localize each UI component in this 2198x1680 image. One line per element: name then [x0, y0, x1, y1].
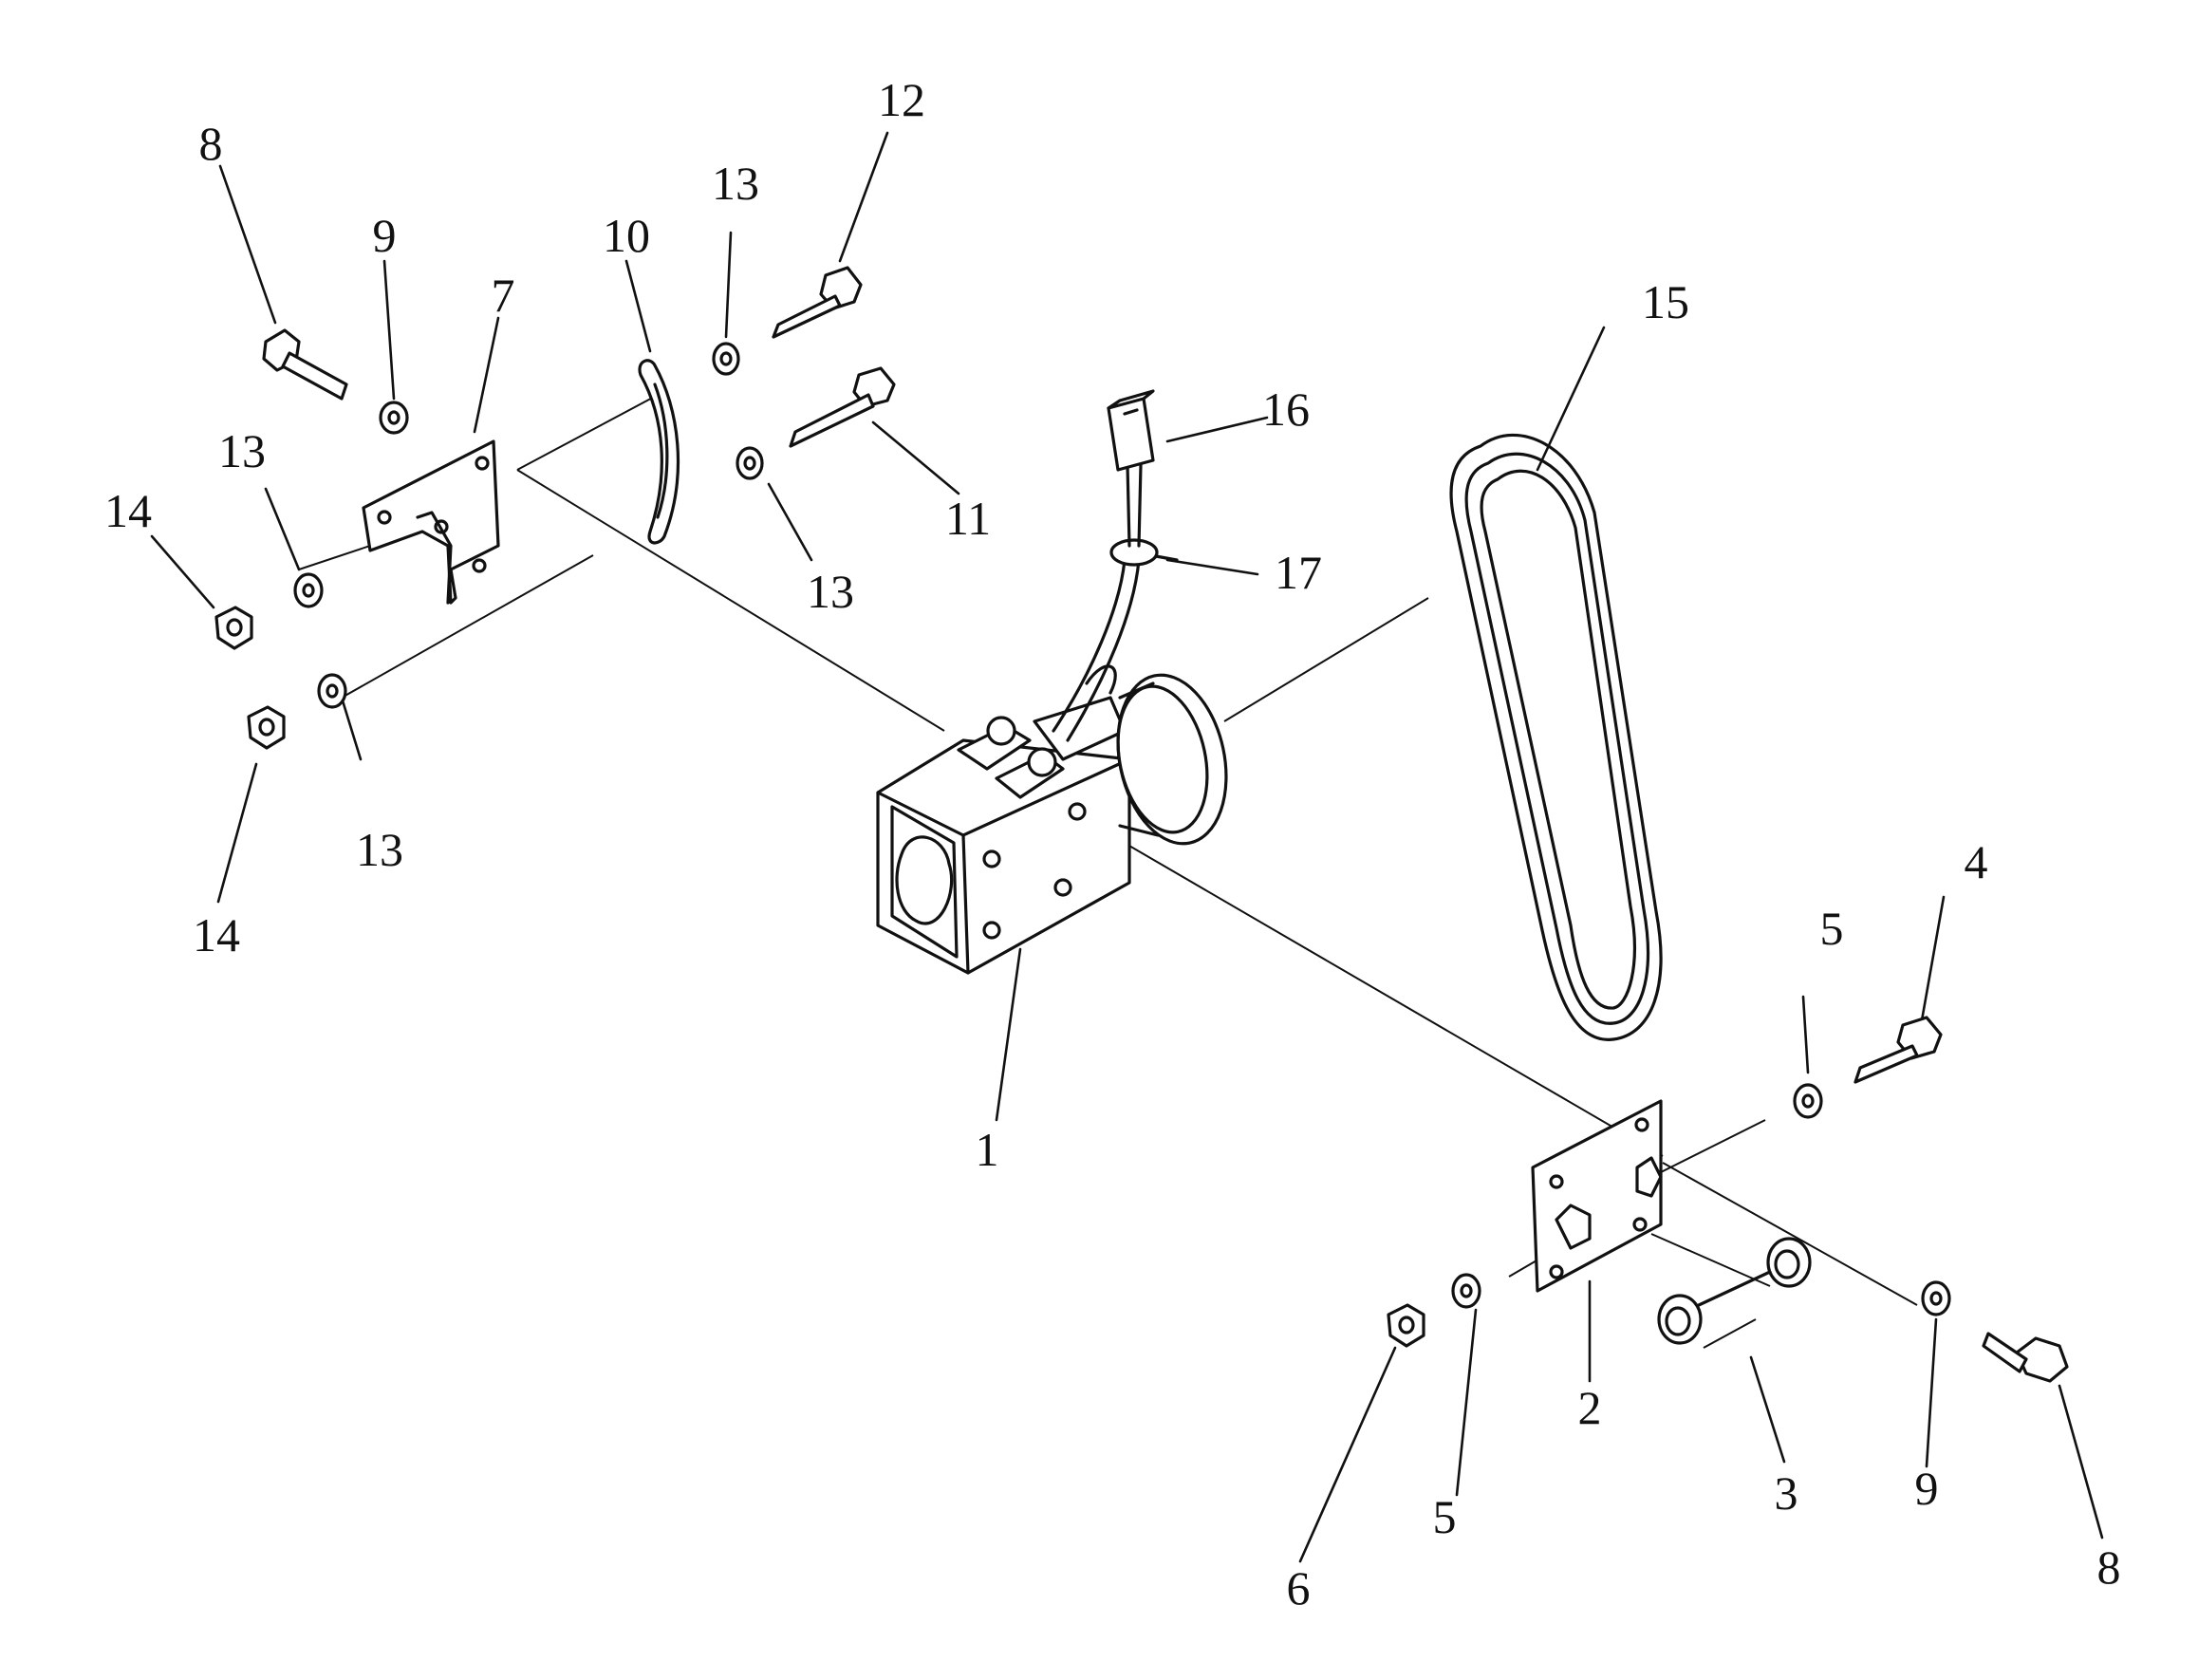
clip-part — [1109, 538, 1179, 567]
bolts — [262, 266, 2069, 1383]
washers — [293, 342, 1951, 1316]
v-belt-part — [1449, 433, 1663, 1041]
callout-17: 17 — [1275, 546, 1322, 599]
callout-5-lower: 5 — [1433, 1490, 1457, 1543]
callout-labels: 1 2 3 4 5 5 6 7 8 8 9 9 10 11 12 13 13 1… — [104, 73, 2121, 1615]
callout-2: 2 — [1578, 1381, 1602, 1434]
rubber-mount-part — [1657, 1237, 1812, 1345]
right-bracket-part — [1531, 1099, 1663, 1293]
callout-8-top: 8 — [199, 117, 223, 170]
connector-part — [1107, 389, 1155, 548]
callout-8-bottom: 8 — [2097, 1540, 2121, 1594]
left-bracket-part — [362, 439, 500, 605]
callout-13-lower: 13 — [356, 823, 403, 876]
callout-12: 12 — [878, 73, 925, 126]
callout-14-lower: 14 — [193, 908, 240, 961]
callout-13-upper: 13 — [712, 157, 759, 210]
leader-lines — [150, 131, 2104, 1563]
callout-1: 1 — [976, 1123, 999, 1176]
compressor-part — [876, 558, 1228, 975]
callout-5-upper: 5 — [1820, 902, 1844, 955]
callout-3: 3 — [1775, 1466, 1798, 1520]
callout-13-left: 13 — [218, 424, 266, 477]
callout-16: 16 — [1262, 383, 1310, 436]
callout-13-mid: 13 — [807, 565, 854, 618]
callout-4: 4 — [1965, 835, 1988, 888]
callout-10: 10 — [603, 209, 650, 262]
callout-6: 6 — [1287, 1561, 1311, 1615]
nuts — [214, 606, 1425, 1348]
callout-11: 11 — [945, 492, 991, 545]
callout-9-bottom: 9 — [1915, 1462, 1939, 1515]
callout-7: 7 — [492, 269, 515, 322]
callout-15: 15 — [1642, 275, 1689, 328]
adjuster-plate-part — [638, 359, 680, 545]
callout-14-upper: 14 — [104, 484, 152, 537]
callout-9-top: 9 — [373, 209, 397, 262]
